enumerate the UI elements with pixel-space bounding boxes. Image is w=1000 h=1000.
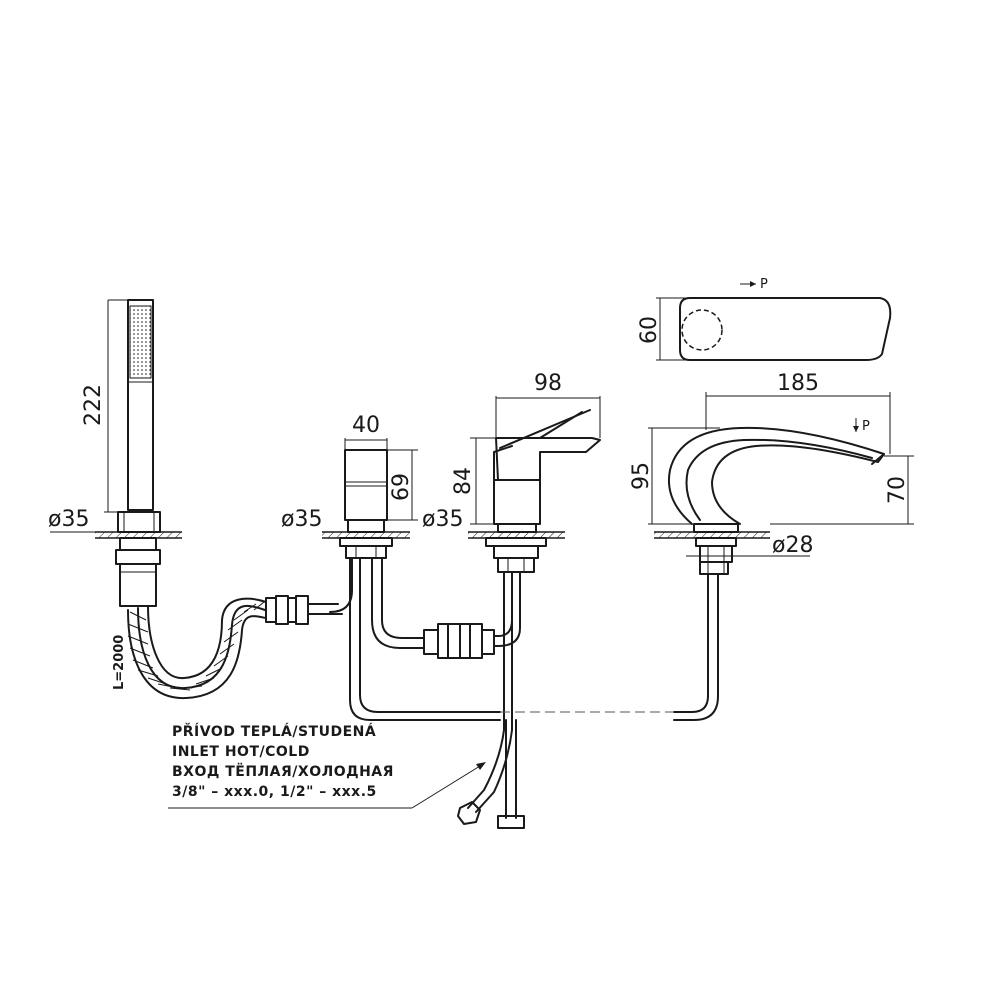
spout-height-dimension: 95 xyxy=(629,427,720,525)
hand-shower-height-dimension: 222 xyxy=(81,299,128,513)
spout-top-view xyxy=(679,297,892,361)
mixer-base-label: ø35 xyxy=(422,507,463,532)
hand-shower-height-label: 222 xyxy=(81,384,106,426)
mixer xyxy=(457,409,601,829)
spout-top-marker: P xyxy=(740,277,768,292)
inlet-note-line-ru: ВХОД ТЁПЛАЯ/ХОЛОДНАЯ xyxy=(172,763,394,780)
hose-length-dimension: L=2000 xyxy=(112,635,127,690)
inlet-note-line-sizes: 3/8" – xxx.0, 1/2" – xxx.5 xyxy=(172,784,377,800)
diverter-height-label: 69 xyxy=(389,473,414,501)
spout-base-label: ø28 xyxy=(772,533,813,558)
spout-top-marker-label: P xyxy=(760,277,768,292)
hand-shower xyxy=(95,299,182,607)
spout-depth-dimension: 60 xyxy=(637,297,690,361)
inlet-note-line-cz: PŘÍVOD TEPLÁ/STUDENÁ xyxy=(172,723,376,740)
diverter-width-dimension: 40 xyxy=(344,413,388,450)
hand-shower-base-dimension: ø35 xyxy=(48,507,118,533)
mixer-height-label: 84 xyxy=(451,467,476,495)
spout-side-view xyxy=(654,426,885,721)
mixer-height-dimension: 84 xyxy=(451,437,496,525)
diverter-width-label: 40 xyxy=(352,413,380,438)
shower-hose xyxy=(127,595,343,700)
mixer-width-label: 98 xyxy=(534,371,562,396)
spout-height-label: 95 xyxy=(629,462,654,490)
spout-outlet-dimension: 70 xyxy=(770,455,914,525)
hose-length-label: L=2000 xyxy=(112,635,127,690)
diverter-height-dimension: 69 xyxy=(387,449,418,521)
mixer-width-dimension: 98 xyxy=(495,371,601,438)
diverter-base-dimension: ø35 xyxy=(281,507,322,532)
spout-outlet-label: 70 xyxy=(885,476,910,504)
hand-shower-base-label: ø35 xyxy=(48,507,89,532)
spout-reach-label: 185 xyxy=(777,371,819,396)
spout-depth-label: 60 xyxy=(637,316,662,344)
inlet-note: PŘÍVOD TEPLÁ/STUDENÁ INLET HOT/COLD ВХОД… xyxy=(168,723,486,809)
spout-reach-dimension: 185 xyxy=(705,371,891,454)
mixer-base-dimension: ø35 xyxy=(422,507,463,532)
spout-base-dimension: ø28 xyxy=(686,533,813,558)
spout-side-marker: P xyxy=(853,418,870,434)
spout-side-marker-label: P xyxy=(862,419,870,434)
inlet-note-line-en: INLET HOT/COLD xyxy=(172,744,310,760)
diverter xyxy=(322,449,501,721)
diverter-base-label: ø35 xyxy=(281,507,322,532)
pipe-connector xyxy=(423,571,521,659)
